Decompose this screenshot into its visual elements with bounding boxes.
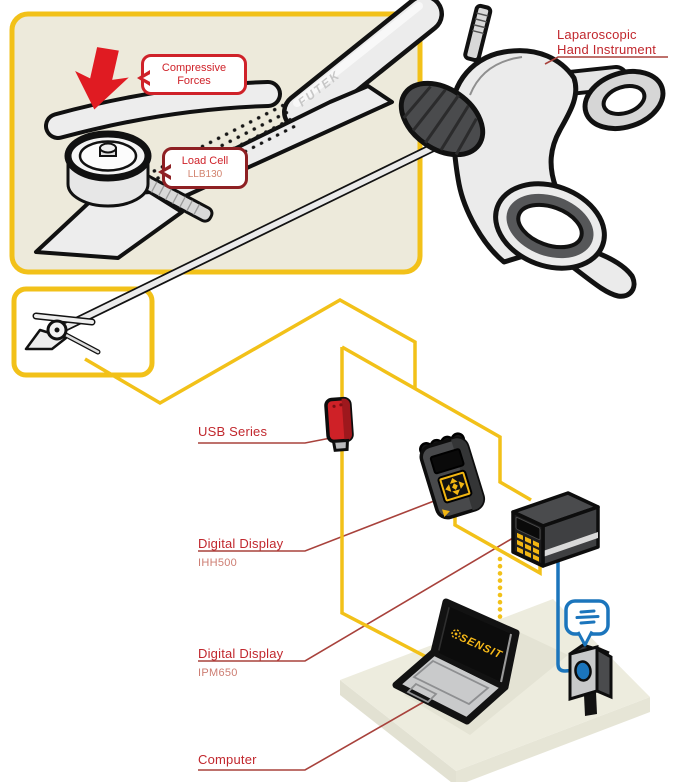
ihh500-label: Digital Display (198, 536, 284, 551)
computer-leader-line (198, 699, 428, 771)
compressive-forces-callout: Compressive Forces (137, 54, 247, 95)
load-cell (64, 130, 152, 208)
sensit-gear-icon (451, 629, 461, 639)
force-arrow-icon (75, 47, 129, 110)
handle-top-stem (463, 3, 493, 63)
wire-to-ipm650 (341, 345, 532, 502)
ipm650-leader-line (198, 537, 514, 662)
compressive-line1: Compressive (161, 62, 227, 74)
ipm650-model: IPM650 (198, 667, 238, 679)
actual-size-tip (24, 143, 437, 355)
wireless-sensor (568, 643, 613, 716)
ipm650-device (511, 491, 600, 568)
blue-cable (556, 544, 580, 673)
chat-bubble-icon (564, 599, 610, 647)
load-cell-name: Load Cell (181, 155, 229, 167)
leader-lines (198, 56, 668, 771)
thumb-ring (582, 69, 666, 131)
laptop: SENSIT (392, 598, 520, 725)
computer-label: Computer (198, 752, 257, 767)
load-cell-model: LLB130 (187, 168, 223, 180)
usb-series-label: USB Series (198, 424, 268, 439)
instrument-label: Laparoscopic Hand Instrument (557, 27, 657, 57)
wire-tip-to-junction (84, 297, 417, 406)
rotation-knob (398, 80, 486, 158)
compressive-line2: Forces (177, 74, 211, 87)
ipm650-front-panel (515, 516, 541, 562)
finger-loop (493, 181, 607, 271)
touchpad (406, 682, 438, 704)
ipm650-label: Digital Display (198, 646, 284, 661)
instrument-handle (398, 3, 666, 299)
ihh500-leader-line (198, 500, 435, 552)
dotted-wireless-line (497, 556, 503, 619)
ihh500-device (419, 432, 486, 520)
load-cell-callout: Load Cell LLB130 (158, 147, 248, 189)
sensor-lens (574, 660, 592, 682)
actual-size-box (11, 286, 155, 378)
usb-drive (324, 396, 354, 452)
instrument-leader-line (544, 56, 668, 65)
ihh500-model: IHH500 (198, 557, 238, 569)
